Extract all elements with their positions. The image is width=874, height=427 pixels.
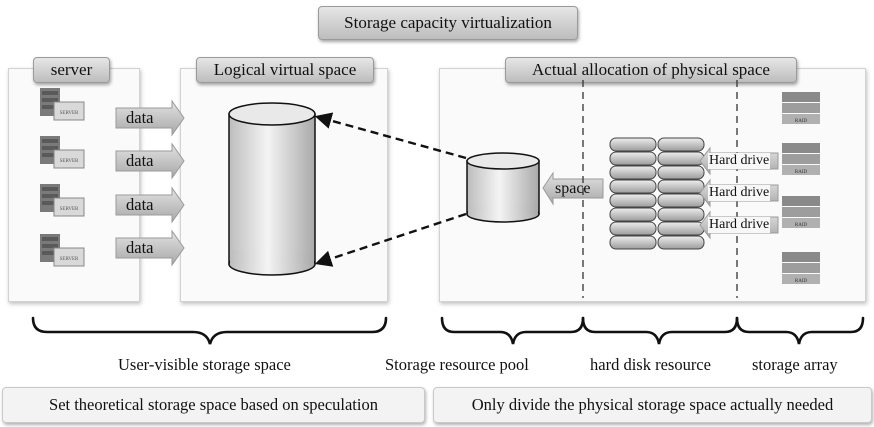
hard-drive-label: Hard drive (708, 185, 771, 201)
bottom-left-note: Set theoretical storage space based on s… (2, 387, 425, 423)
svg-text:RAID: RAID (795, 119, 808, 124)
svg-text:SERVER: SERVER (60, 111, 79, 116)
svg-text:RAID: RAID (795, 170, 808, 175)
data-arrow-shape (115, 229, 185, 267)
physical-panel-title: Actual allocation of physical space (505, 57, 797, 83)
hard-drive-label: Hard drive (708, 217, 771, 233)
raid-array-icon: RAID (782, 92, 820, 124)
space-arrow-shape (542, 171, 604, 206)
user-visible-space-label: User-visible storage space (118, 355, 291, 374)
dashed-arrow-bottom (314, 212, 467, 267)
server-icon: SERVER (40, 136, 85, 169)
diagram-title: Storage capacity virtualization (318, 6, 578, 40)
svg-text:RAID: RAID (795, 223, 808, 228)
data-arrow-label: data (126, 238, 154, 257)
brace-array (735, 316, 865, 345)
logical-storage-cylinder (228, 102, 316, 276)
server-icon: SERVER (40, 184, 85, 217)
raid-array-icon: RAID (782, 143, 820, 175)
hard-disk-resource-label: hard disk resource (590, 355, 711, 374)
data-arrow-label: data (126, 195, 154, 214)
svg-text:SERVER: SERVER (60, 257, 79, 262)
data-arrow-label: data (126, 108, 154, 127)
hard-drive-label: Hard drive (708, 153, 771, 169)
raid-array-icon: RAID (782, 196, 820, 228)
bottom-right-note: Only divide the physical storage space a… (433, 387, 872, 423)
brace-user-visible (31, 316, 388, 345)
data-arrow-shape (115, 99, 185, 137)
svg-text:SERVER: SERVER (60, 207, 79, 212)
data-arrow-shape (115, 186, 185, 224)
svg-text:SERVER: SERVER (60, 159, 79, 164)
storage-resource-pool-label: Storage resource pool (385, 355, 529, 374)
hard-disk-stack (609, 137, 705, 250)
dashed-arrow-top (314, 112, 467, 160)
server-icon: SERVER (40, 234, 85, 267)
data-arrow-label: data (126, 151, 154, 170)
server-panel-title: server (33, 57, 110, 83)
brace-hard-disk (581, 316, 739, 345)
data-arrow-shape (115, 142, 185, 180)
logical-panel-title: Logical virtual space (196, 57, 374, 83)
brace-resource-pool (440, 316, 585, 345)
svg-text:RAID: RAID (795, 279, 808, 284)
server-icon: SERVER (40, 88, 85, 121)
storage-array-label: storage array (752, 355, 838, 374)
space-arrow-label: space (555, 180, 591, 197)
raid-array-icon: RAID (782, 252, 820, 284)
storage-pool-cylinder (466, 152, 540, 223)
